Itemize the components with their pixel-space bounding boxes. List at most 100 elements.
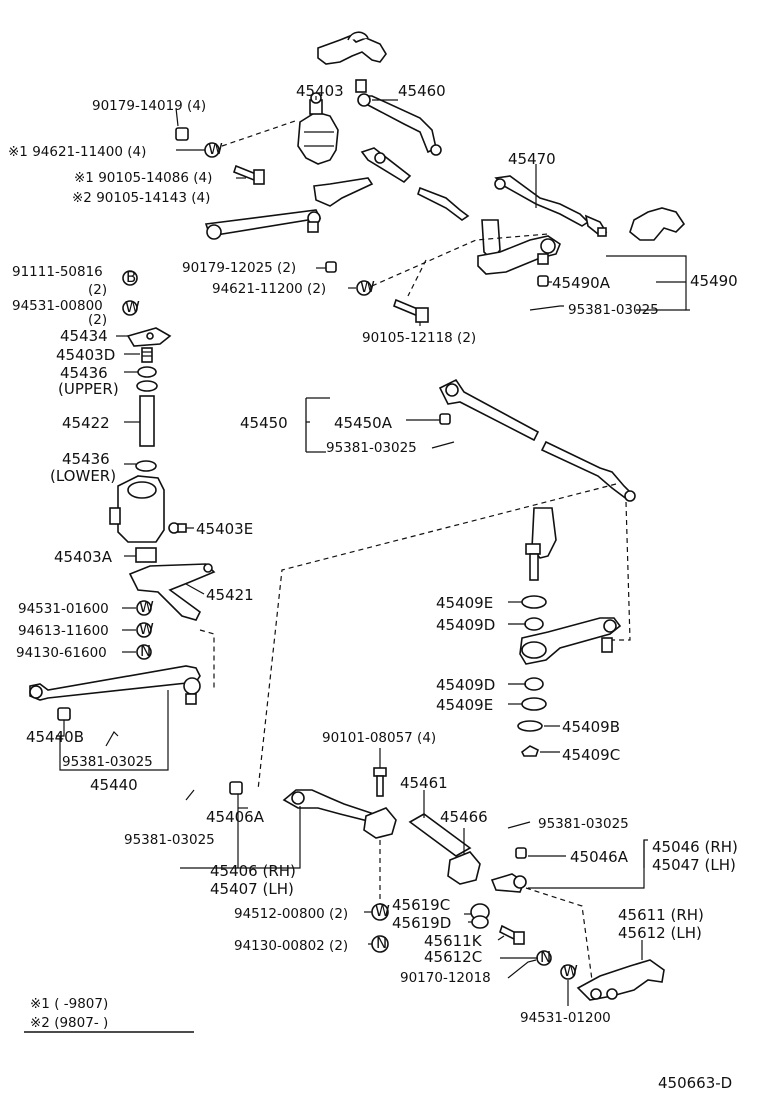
bushing-lower-45436-part	[135, 460, 157, 472]
washer-45409E-b-part	[521, 697, 547, 711]
note-1: ※1 ( -9807)	[30, 996, 108, 1012]
svg-text:B: B	[126, 268, 136, 286]
label-95381-03025-b: 95381-03025	[326, 440, 417, 456]
label-45422: 45422	[62, 414, 110, 432]
bushing-45403A-part	[135, 547, 157, 563]
washer-94621-11400-icon: W	[204, 140, 223, 158]
dashed-leader	[221, 119, 299, 147]
sleeve-45461-part	[408, 813, 472, 857]
bolt-45403E-part	[168, 522, 187, 534]
label-45612: 45612 (LH)	[618, 924, 702, 942]
washer-94621-11200-icon: W	[356, 278, 375, 296]
knuckle-arm-45611-part	[576, 959, 665, 1001]
label-45619C: 45619C	[392, 896, 450, 914]
label-45450A: 45450A	[334, 414, 393, 432]
steering-knuckle-arm-part	[629, 207, 686, 241]
label-45470: 45470	[508, 150, 556, 168]
label-94621-11400: ※1 94621-11400 (4)	[8, 144, 146, 160]
label-45611: 45611 (RH)	[618, 906, 704, 924]
tie-rod-end-45406-part	[282, 789, 375, 823]
dashed-guide	[525, 887, 593, 981]
idler-arm-45421-part	[128, 563, 216, 621]
washer-45409B-part	[517, 720, 543, 732]
svg-text:W: W	[360, 278, 375, 296]
bolt-90105-14086-part	[233, 164, 265, 185]
dashed-guide	[612, 501, 631, 641]
dashed-guide	[257, 483, 617, 791]
label-45406: 45406 (RH)	[210, 862, 296, 880]
label-45619D: 45619D	[392, 914, 451, 932]
label-45409D-a: 45409D	[436, 616, 495, 634]
label-lower: (LOWER)	[50, 467, 116, 485]
label-45436-lower: 45436	[62, 450, 110, 468]
label-45403A: 45403A	[54, 548, 113, 566]
washer-94613-11600-icon: W	[136, 620, 154, 638]
circle-b-91111-icon: B	[122, 268, 138, 286]
pitman-arm-part	[204, 177, 374, 240]
label-95381-03025-e: 95381-03025	[124, 832, 215, 848]
upper-idler-bracket-part	[317, 31, 387, 65]
label-45421: 45421	[206, 586, 254, 604]
label-90105-14086: ※1 90105-14086 (4)	[74, 170, 212, 186]
clamp-45466-part	[363, 807, 481, 885]
label-45436-upper: 45436	[60, 364, 108, 382]
tie-rod-45470-part	[360, 147, 608, 237]
note-2: ※2 (9807- )	[30, 1015, 108, 1031]
nut-94130-61600-icon: N	[136, 642, 152, 660]
label-95381-03025-a: 95381-03025	[568, 302, 659, 318]
label-90105-12118: 90105-12118 (2)	[362, 330, 476, 346]
label-90179-12025: 90179-12025 (2)	[182, 260, 296, 276]
svg-text:W: W	[125, 298, 140, 316]
nut-94130-00802-icon: N	[371, 934, 389, 953]
label-45409D-b: 45409D	[436, 676, 495, 694]
svg-text:N: N	[376, 934, 387, 952]
label-94613-11600: 94613-11600	[18, 623, 109, 639]
bushing-upper-45436-part	[136, 366, 158, 392]
label-95381-03025-d: 95381-03025	[538, 816, 629, 832]
label-45460: 45460	[398, 82, 446, 100]
label-45403E: 45403E	[196, 520, 253, 538]
bolt-90179-14019-part	[175, 127, 189, 141]
label-94531-00800: 94531-00800	[12, 298, 103, 314]
label-upper: (UPPER)	[58, 380, 119, 398]
bushing-45409D-a-part	[524, 617, 544, 631]
bolt-90101-08057-part	[373, 767, 387, 797]
label-45403: 45403	[296, 82, 344, 100]
dashed-leader	[407, 259, 427, 297]
label-94531-01200: 94531-01200	[520, 1010, 611, 1026]
dashed-leader	[371, 233, 549, 287]
svg-text:N: N	[140, 642, 151, 660]
nut-45406A-part	[229, 781, 243, 795]
label-90179-14019: 90179-14019 (4)	[92, 98, 206, 114]
label-94130-61600: 94130-61600	[16, 645, 107, 661]
nut-45409C-part	[520, 745, 539, 757]
idler-housing-part	[109, 475, 165, 543]
bushing-45619-part	[470, 903, 490, 929]
label-45407: 45407 (LH)	[210, 880, 294, 898]
pin-95381-03025-b-part	[431, 441, 455, 449]
washer-94531-01600-icon: W	[136, 598, 154, 616]
label-91111-qty: (2)	[88, 282, 107, 298]
dashed-leader	[199, 629, 215, 688]
nut-45490A-part	[537, 275, 549, 287]
spring-45403D-part	[141, 347, 153, 363]
label-45440B: 45440B	[26, 728, 84, 746]
pin-95381-03025-d-part	[507, 821, 531, 829]
label-45046: 45046 (RH)	[652, 838, 738, 856]
label-90101-08057: 90101-08057 (4)	[322, 730, 436, 746]
center-link-45450-part	[438, 378, 636, 502]
circle-w-94531-00800-icon: W	[122, 298, 140, 316]
bolt-45611K-part	[499, 924, 525, 945]
idler-arm-45409-part	[525, 507, 557, 581]
svg-text:N: N	[540, 948, 551, 966]
svg-text:W: W	[139, 598, 154, 616]
pin-95381-03025-e-part	[185, 789, 195, 801]
idler-arm-45490-part	[477, 219, 561, 275]
label-94531-qty: (2)	[88, 312, 107, 328]
nut-90179-12025-icon	[325, 261, 337, 273]
label-45406A: 45406A	[206, 808, 265, 826]
label-94621-11200: 94621-11200 (2)	[212, 281, 326, 297]
label-45612C: 45612C	[424, 948, 482, 966]
label-94512-00800: 94512-00800 (2)	[234, 906, 348, 922]
